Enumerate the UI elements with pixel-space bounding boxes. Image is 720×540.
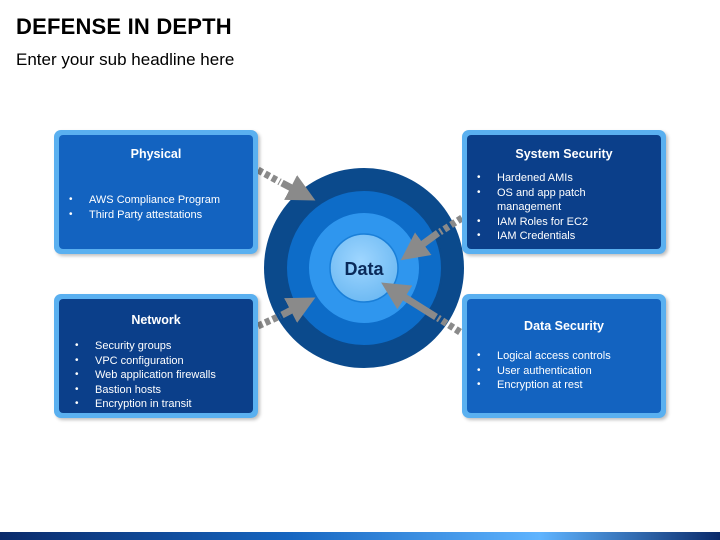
physical-title: Physical <box>130 147 182 161</box>
system-security-card: System Security Hardened AMIs OS and app… <box>462 130 666 254</box>
list-item: AWS Compliance Program <box>69 193 247 208</box>
system-security-title: System Security <box>515 147 613 161</box>
data-security-list: Logical access controls User authenticat… <box>467 349 655 393</box>
list-item: Encryption in transit <box>75 397 263 412</box>
network-title: Network <box>131 313 181 327</box>
page-title: DEFENSE IN DEPTH <box>16 14 232 39</box>
core-circle <box>329 233 399 303</box>
list-item: Hardened AMIs <box>477 171 635 186</box>
list-item: Logical access controls <box>477 349 655 364</box>
arrow-data-security <box>381 282 462 335</box>
page-subtitle: Enter your sub headline here <box>16 50 235 69</box>
list-item: OS and app patch management <box>477 186 635 215</box>
system-security-list: Hardened AMIs OS and app patch managemen… <box>467 171 635 244</box>
list-item: IAM Credentials <box>477 229 635 244</box>
list-item: VPC configuration <box>75 354 263 369</box>
list-item: Bastion hosts <box>75 383 263 398</box>
list-item: Encryption at rest <box>477 378 655 393</box>
bottom-accent-bar <box>0 532 720 540</box>
arrow-physical <box>256 166 316 201</box>
list-item: Web application firewalls <box>75 368 263 383</box>
list-item: Third Party attestations <box>69 208 247 223</box>
list-item: IAM Roles for EC2 <box>477 215 635 230</box>
arrow-network <box>256 297 316 330</box>
list-item: Security groups <box>75 339 263 354</box>
physical-list: AWS Compliance Program Third Party attes… <box>59 193 247 222</box>
data-security-card: Data Security Logical access controls Us… <box>462 294 666 418</box>
physical-card: Physical AWS Compliance Program Third Pa… <box>54 130 258 254</box>
data-security-title: Data Security <box>524 319 604 333</box>
core-label: Data <box>344 259 384 279</box>
list-item: User authentication <box>477 364 655 379</box>
arrow-system-security <box>400 215 464 261</box>
network-card: Network Security groups VPC configuratio… <box>54 294 258 418</box>
network-list: Security groups VPC configuration Web ap… <box>65 339 263 412</box>
